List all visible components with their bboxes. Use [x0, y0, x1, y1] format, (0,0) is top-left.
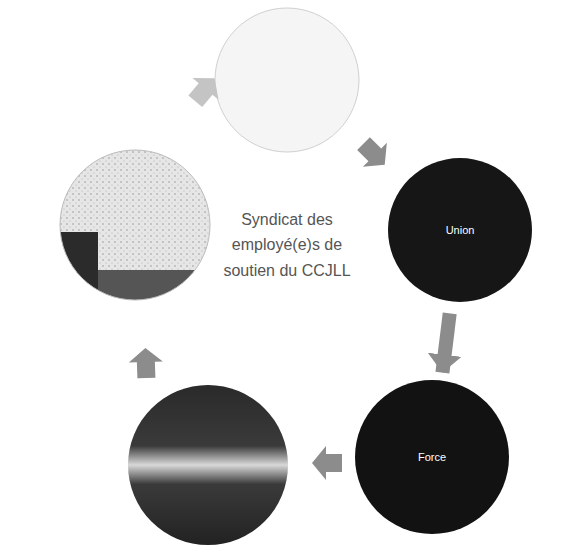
dark-circle-node: Force: [355, 380, 509, 534]
block-arrow-connector: [442, 313, 449, 372]
top-circle: [215, 8, 359, 152]
cycle-arrows: [128, 67, 396, 480]
node-label: Union: [446, 224, 475, 236]
left-circle: [60, 150, 210, 302]
node-label: Force: [418, 451, 446, 463]
dark-circle-node: Union: [388, 158, 532, 302]
center-title: Syndicat des employé(e)s de soutien du C…: [212, 207, 362, 284]
bottom-left-circle: [128, 385, 288, 545]
